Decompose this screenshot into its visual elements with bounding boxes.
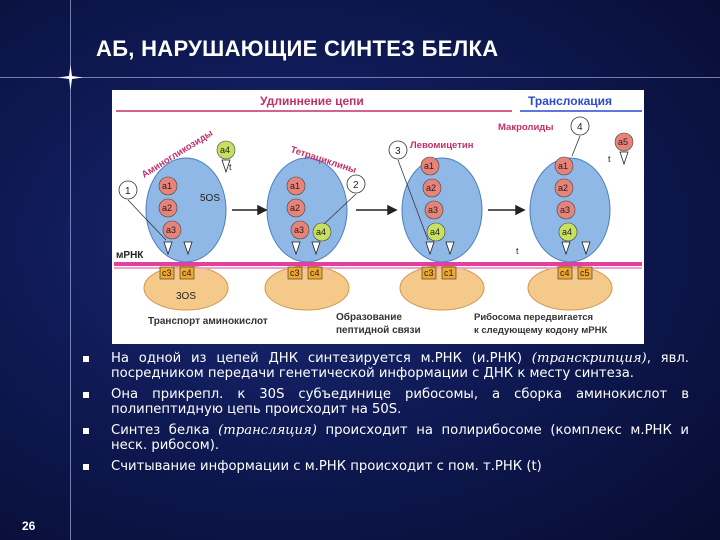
codon-label: c4 <box>560 268 570 278</box>
codon-label: c3 <box>162 268 172 278</box>
aa-label: a3 <box>166 225 176 235</box>
caption-peptide-line2: пептидной связи <box>336 325 421 336</box>
drug-chloramphenicol: Левомицетин <box>410 140 474 151</box>
sparkle-icon <box>58 65 83 90</box>
aa-label: a1 <box>290 181 300 191</box>
aa-label: a3 <box>294 225 304 235</box>
aa-label: a2 <box>162 203 172 213</box>
drug-number: 2 <box>353 180 359 191</box>
caption-peptide-line1: Образование <box>336 311 402 323</box>
label-mrna: мРНК <box>116 250 144 261</box>
aa-label: a2 <box>426 183 436 193</box>
bullet-marker <box>83 428 89 434</box>
aa-label: a1 <box>424 161 434 171</box>
protein-synthesis-diagram: Удлиннение цепи Транслокация мРНК 5OS 3O… <box>112 90 644 344</box>
aa-label: a4 <box>316 227 326 237</box>
bullet-item: Считывание информации с м.РНК происходит… <box>83 459 689 475</box>
bullet-item: Синтез белка (трансляция) происходит на … <box>83 423 689 453</box>
codon-label: c5 <box>580 268 590 278</box>
bullet-list: На одной из цепей ДНК синтезируется м.РН… <box>83 351 689 482</box>
codon-label: c1 <box>444 268 454 278</box>
bullet-marker <box>83 392 89 398</box>
codon-label: c4 <box>310 268 320 278</box>
aa-label: a3 <box>428 205 438 215</box>
label-trna: t <box>608 154 611 164</box>
aa-label: a4 <box>562 227 572 237</box>
aa-label: a4 <box>430 227 440 237</box>
caption-move-line2: к следующему кодону мРНК <box>474 325 607 336</box>
drug-macrolides: Макролиды <box>498 122 553 133</box>
header-elongation: Удлиннение цепи <box>260 94 364 108</box>
aa-label: a4 <box>220 145 230 155</box>
large-subunit-2 <box>266 157 348 263</box>
label-30s: 3OS <box>176 291 196 302</box>
label-trna: t <box>516 246 519 256</box>
bullet-item: На одной из цепей ДНК синтезируется м.РН… <box>83 351 689 381</box>
aa-label: a2 <box>290 203 300 213</box>
codon-label: c4 <box>182 268 192 278</box>
drug-number: 3 <box>395 146 401 157</box>
caption-move-line1: Рибосома передвигается <box>474 312 593 323</box>
slide-title: АБ, НАРУШАЮЩИЕ СИНТЕЗ БЕЛКА <box>96 36 499 61</box>
aa-label: a3 <box>560 205 570 215</box>
caption-transport: Транспорт аминокислот <box>148 316 268 327</box>
page-number: 26 <box>22 519 36 533</box>
aa-label: a5 <box>618 137 628 147</box>
label-trna: t <box>229 162 232 172</box>
aa-label: a2 <box>558 183 568 193</box>
decor-horizontal-line <box>0 77 720 78</box>
bullet-marker <box>83 356 89 362</box>
drug-number: 4 <box>577 122 583 133</box>
small-subunit-2 <box>264 265 350 311</box>
label-50s: 5OS <box>200 193 220 204</box>
drug-number: 1 <box>125 186 131 197</box>
aa-label: a1 <box>162 181 172 191</box>
decor-vertical-line <box>70 0 71 540</box>
bullet-item: Она прикрепл. к 30S субъединице рибосомы… <box>83 387 689 417</box>
aa-label: a1 <box>558 161 568 171</box>
bullet-marker <box>83 464 89 470</box>
header-translocation: Транслокация <box>528 94 612 108</box>
codon-label: c3 <box>424 268 434 278</box>
codon-label: c3 <box>290 268 300 278</box>
